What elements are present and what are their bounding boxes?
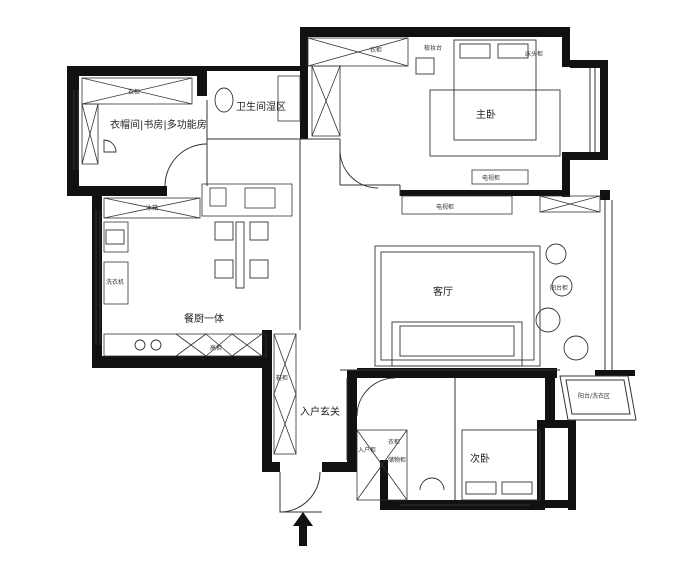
label-bathroom: 卫生间湿区 (236, 100, 286, 113)
label-tall-cabinet: 高柜 (210, 344, 222, 352)
label-dining-kitchen: 餐厨一体 (184, 312, 224, 325)
interior-lines (73, 68, 637, 513)
label-washing-machine: 洗衣机 (106, 278, 124, 286)
room-labels: 衣帽间|书房|多功能房 卫生间湿区 主卧 客厅 餐厨一体 入户玄关 次卧 (110, 100, 496, 465)
label-master-bedroom: 主卧 (476, 108, 496, 121)
label-shoe-cabinet: 鞋柜 (276, 374, 288, 382)
label-second-bedroom: 次卧 (470, 452, 490, 465)
arrow-up-icon (293, 512, 313, 546)
furniture (103, 39, 589, 501)
label-wardrobe-study: 衣柜 (128, 88, 140, 96)
label-balcony-cabinet: 阳台柜 (550, 284, 568, 292)
label-dressing-table: 梳妆台 (424, 44, 442, 52)
label-tv-cabinet-living: 电视柜 (436, 203, 454, 211)
label-tv-cabinet-master: 电视柜 (482, 174, 500, 182)
label-wardrobe-second: 衣柜 (388, 438, 400, 446)
label-wardrobe-master: 衣柜 (370, 46, 382, 54)
dining-table (235, 221, 245, 289)
walls (67, 27, 635, 510)
cabinets (81, 37, 601, 501)
label-storage-cabinet: 储物柜 (388, 456, 406, 464)
label-entry-cabinet: 入户柜 (358, 446, 376, 454)
second-bed (461, 429, 541, 501)
label-laundry-balcony: 阳台/洗衣区 (578, 392, 610, 400)
label-bedside: 床头柜 (525, 50, 543, 58)
label-living-room: 客厅 (433, 285, 453, 298)
label-cloakroom-study: 衣帽间|书房|多功能房 (110, 118, 207, 131)
furniture-labels: 衣柜 衣柜 梳妆台 床头柜 电视柜 电视柜 冰箱 洗衣机 高柜 鞋柜 入户柜 储… (106, 44, 610, 464)
sofa (391, 321, 523, 367)
label-entrance: 入户玄关 (300, 405, 340, 418)
label-fridge: 冰箱 (146, 204, 158, 212)
